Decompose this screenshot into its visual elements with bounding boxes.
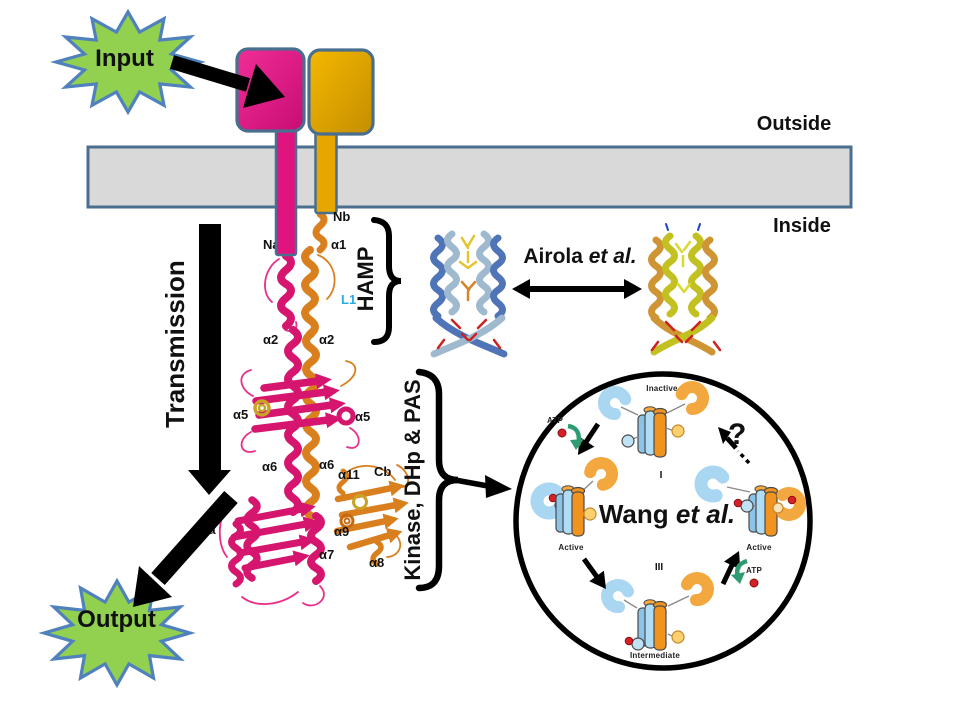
cycle-arrows xyxy=(578,422,751,589)
airola-structure-yellow xyxy=(648,223,722,356)
transmission-arrow xyxy=(188,224,231,495)
airola-double-arrow xyxy=(512,279,642,299)
atp-green-arrows xyxy=(557,423,759,588)
output-arrow xyxy=(133,491,238,607)
cycle-state-inactive xyxy=(598,381,709,458)
receptor-gold-head xyxy=(307,48,375,136)
cycle-state-active-right xyxy=(694,465,806,537)
input-starburst xyxy=(50,8,206,116)
cycle-state-intermediate xyxy=(601,572,714,651)
receptor-ribbon-structure xyxy=(218,210,410,607)
membrane-band xyxy=(86,145,853,209)
kinase-to-cycle-arrow xyxy=(454,475,512,498)
hamp-brace xyxy=(371,217,402,345)
airola-structure-blue xyxy=(430,230,508,358)
input-arrow xyxy=(169,55,285,108)
cycle-state-active-left xyxy=(530,456,619,537)
